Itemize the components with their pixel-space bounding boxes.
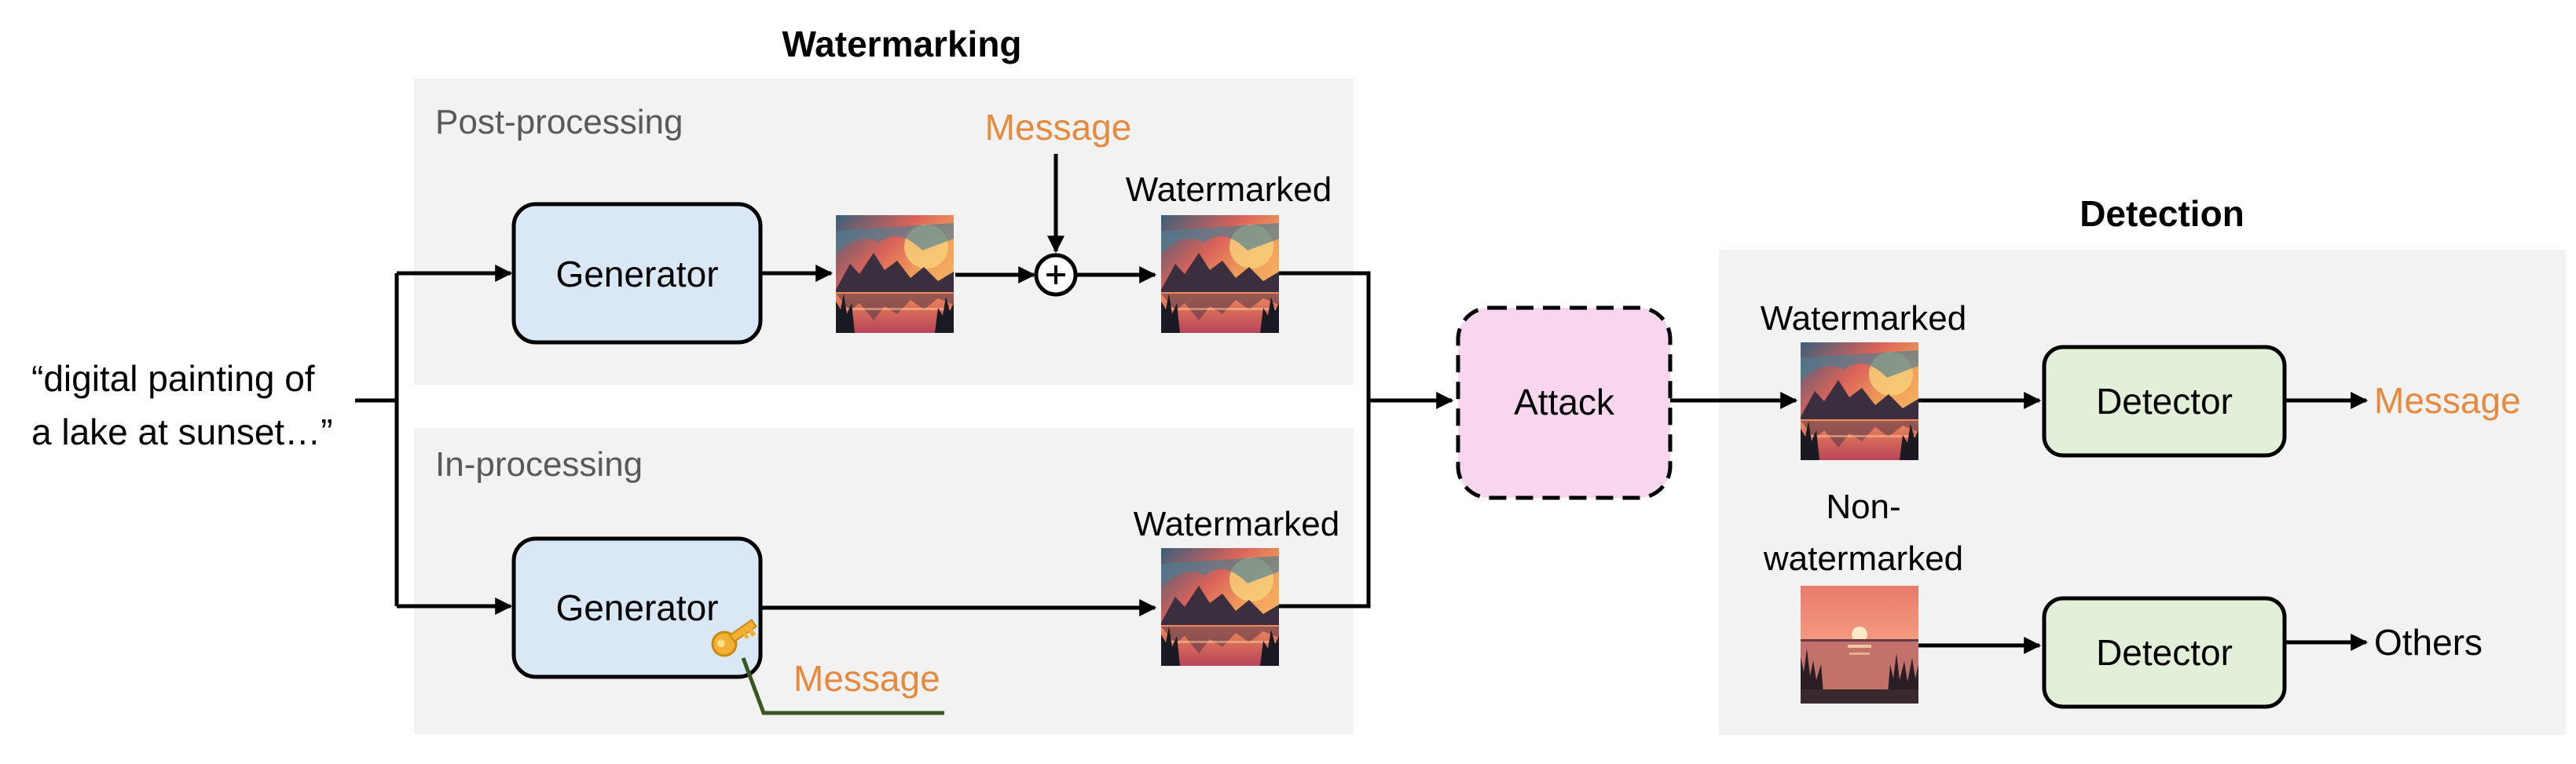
detection-title: Detection (2079, 193, 2244, 234)
post-generator-label: Generator (555, 254, 718, 294)
key-message-line (741, 657, 944, 715)
post-message-label: Message (985, 107, 1132, 148)
post-watermarked-image (1161, 215, 1279, 333)
post-generated-image (836, 215, 954, 333)
in-processing-label: In-processing (435, 445, 643, 484)
detect-output-message: Message (2374, 380, 2521, 421)
merge-to-attack-connector (1279, 271, 1454, 609)
detector-label-2: Detector (2096, 632, 2233, 673)
in-generator-label: Generator (555, 587, 718, 628)
post-processing-label: Post-processing (435, 103, 683, 141)
non-watermarked-image (1801, 586, 1918, 704)
detect-watermarked-image (1801, 342, 1918, 460)
detect-output-others: Others (2374, 622, 2483, 663)
prompt-split-connector (355, 265, 513, 615)
prompt-line-1: “digital painting of (31, 358, 315, 399)
prompt-line-2: a lake at sunset…” (31, 411, 333, 452)
non-watermarked-label-line-2: watermarked (1763, 539, 1963, 578)
non-watermarked-label-line-1: Non- (1826, 488, 1900, 526)
attack-box (1456, 305, 1673, 500)
detect-watermarked-label: Watermarked (1761, 299, 1966, 338)
detector-box-2 (2042, 596, 2287, 709)
key-icon (711, 619, 757, 657)
in-message-label: Message (793, 658, 940, 699)
in-watermarked-image (1161, 548, 1279, 666)
detector-label-1: Detector (2096, 381, 2233, 422)
watermarking-title: Watermarking (782, 24, 1021, 64)
post-watermarked-label: Watermarked (1126, 170, 1332, 209)
attack-label: Attack (1514, 382, 1615, 422)
in-watermarked-label: Watermarked (1134, 505, 1339, 543)
combine-plus-icon (1034, 253, 1078, 297)
